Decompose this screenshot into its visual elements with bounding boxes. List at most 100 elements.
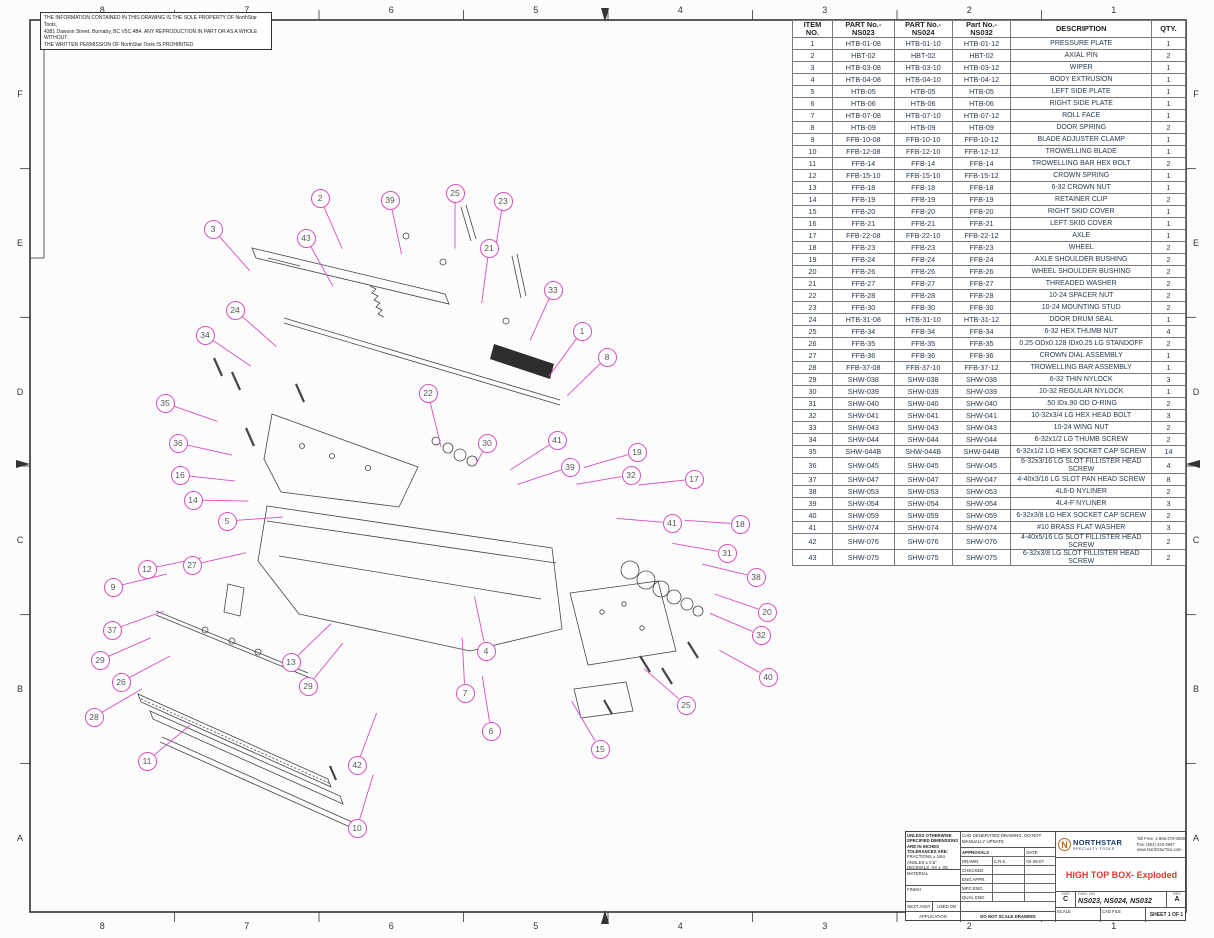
table-cell: FFB-28 (951, 288, 1012, 302)
zone-label: C (1192, 535, 1200, 546)
table-cell: 4-40x5/16 LG SLOT FILLISTER HEAD SCREW (1010, 533, 1153, 551)
zone-label: 3 (822, 921, 828, 931)
callout-balloon: 28 (84, 707, 104, 727)
table-cell: HTB-03-12 (951, 60, 1012, 74)
approval-cell (993, 866, 1026, 874)
callout-balloon: 18 (730, 514, 750, 534)
callout-balloon: 2 (310, 188, 330, 208)
table-cell: SHW-040 (951, 396, 1012, 410)
table-cell: 3 (1151, 521, 1186, 535)
table-cell: SHW-044B (831, 444, 895, 458)
dwg-no-label: DWG. NO. (1078, 892, 1097, 896)
table-cell: HTB-06 (951, 96, 1012, 110)
table-cell: 40 (792, 509, 833, 523)
table-cell: 27 (792, 348, 833, 362)
rev-cell: REV A (1167, 892, 1187, 908)
table-cell: FFB-21 (831, 216, 895, 230)
zone-label: 8 (99, 5, 105, 15)
table-cell: FFB-20 (831, 204, 895, 218)
callout-balloon: 38 (746, 567, 766, 587)
table-cell: FFB-24 (951, 252, 1012, 266)
callout-balloon: 39 (380, 190, 400, 210)
callout-balloon: 40 (758, 667, 778, 687)
table-cell: 12 (792, 168, 833, 182)
table-cell: FFB-36 (951, 348, 1012, 362)
northstar-logo-icon: N (1058, 838, 1071, 851)
table-cell: FFB-12-08 (831, 144, 895, 158)
table-cell: FFB-18 (831, 180, 895, 194)
table-cell: FFB-35 (893, 336, 953, 350)
table-cell: SHW-040 (831, 396, 895, 410)
callout-balloon: 41 (662, 513, 682, 533)
table-cell: 26 (792, 336, 833, 350)
table-cell: 29 (792, 372, 833, 386)
table-cell: SHW-038 (893, 372, 953, 386)
table-cell: 9 (792, 132, 833, 146)
table-cell: 6-32 CROWN NUT (1010, 180, 1153, 194)
table-cell: SHW-041 (893, 408, 953, 422)
table-cell: 22 (792, 288, 833, 302)
callout-balloon: 23 (493, 191, 513, 211)
table-cell: SHW-044 (893, 432, 953, 446)
table-cell: HTB-01-12 (951, 36, 1012, 50)
table-cell: 15 (792, 204, 833, 218)
table-cell: HTB-03-08 (831, 60, 895, 74)
company-block: N NORTHSTAR SPECIALTY TOOLS Toll Free: 1… (1056, 832, 1187, 858)
zone-label: B (1192, 684, 1199, 695)
table-cell: HTB-04-12 (951, 72, 1012, 86)
table-cell: 2 (1151, 120, 1186, 134)
table-cell: 2 (1151, 288, 1186, 302)
table-cell: ROLL FACE (1010, 108, 1153, 122)
table-cell: 2 (1151, 396, 1186, 410)
zone-label: 8 (99, 921, 105, 931)
table-cell: 2 (1151, 485, 1186, 499)
table-cell: SHW-038 (831, 372, 895, 386)
zone-label: D (16, 386, 24, 397)
table-cell: SHW-045 (893, 456, 953, 475)
table-cell: SHW-059 (951, 509, 1012, 523)
table-cell: HTB-07-10 (893, 108, 953, 122)
table-cell: 2 (792, 48, 833, 62)
table-cell: WHEEL (1010, 240, 1153, 254)
rev-label: REV (1173, 892, 1181, 896)
table-cell: FFB-28 (893, 288, 953, 302)
table-cell: 2 (1151, 252, 1186, 266)
table-cell: SHW-043 (951, 420, 1012, 434)
zone-label: 4 (677, 5, 683, 15)
company-name-block: NORTHSTAR SPECIALTY TOOLS (1073, 838, 1122, 851)
table-cell: 1 (1151, 348, 1186, 362)
approval-cell: 02-28-07 (1026, 859, 1044, 864)
table-cell: 1 (1151, 360, 1186, 374)
table-cell: 1 (1151, 144, 1186, 158)
title-block: UNLESS OTHERWISE SPECIFIED DIMENSIONS AR… (905, 831, 1187, 922)
table-cell: 20 (792, 264, 833, 278)
callout-balloon: 30 (477, 433, 497, 453)
table-cell: HBT-02 (951, 48, 1012, 62)
table-cell: 1 (1151, 180, 1186, 194)
table-cell: SHW-075 (951, 549, 1012, 567)
table-cell: HTB-05 (831, 84, 895, 98)
table-header-cell: Part No.-NS032 (951, 20, 1012, 38)
approval-cell: DRAWN (961, 857, 993, 865)
table-cell: 42 (792, 533, 833, 551)
table-cell: 16 (792, 216, 833, 230)
table-cell: FFB-22-12 (951, 228, 1012, 242)
zone-label: F (1193, 89, 1199, 100)
table-header-cell: PART No.-NS024 (893, 20, 953, 38)
center-arrow-icons (16, 8, 1200, 924)
table-cell: 1 (1151, 108, 1186, 122)
table-header-cell: QTY. (1151, 20, 1186, 38)
callout-balloon: 1 (572, 321, 592, 341)
table-cell: FFB-10-08 (831, 132, 895, 146)
table-cell: 2 (1151, 549, 1186, 567)
table-cell: SHW-043 (831, 420, 895, 434)
callout-balloon: 27 (182, 555, 202, 575)
